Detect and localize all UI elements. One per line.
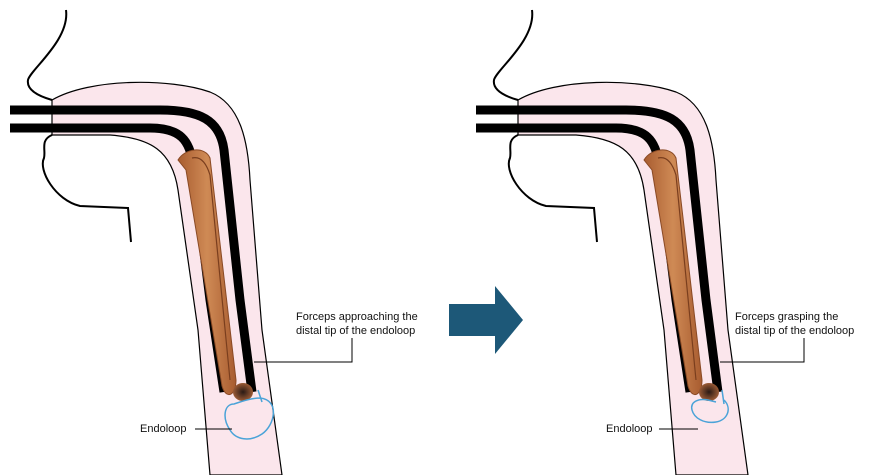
endoloop-label-right: Endoloop <box>606 422 653 436</box>
airway-outline <box>52 82 282 475</box>
callout-leader <box>254 338 352 362</box>
forceps-tip <box>699 383 719 401</box>
panel-right <box>476 10 804 475</box>
endoloop-label-left: Endoloop <box>140 422 187 436</box>
forceps-tip <box>233 383 253 401</box>
callout-label-right: Forceps grasping the distal tip of the e… <box>735 310 863 338</box>
airway-outline <box>518 82 748 475</box>
panel-left <box>10 10 352 475</box>
right-arrow-icon <box>449 286 523 354</box>
callout-label-left: Forceps approaching the distal tip of th… <box>296 310 436 338</box>
callout-leader <box>720 338 804 362</box>
